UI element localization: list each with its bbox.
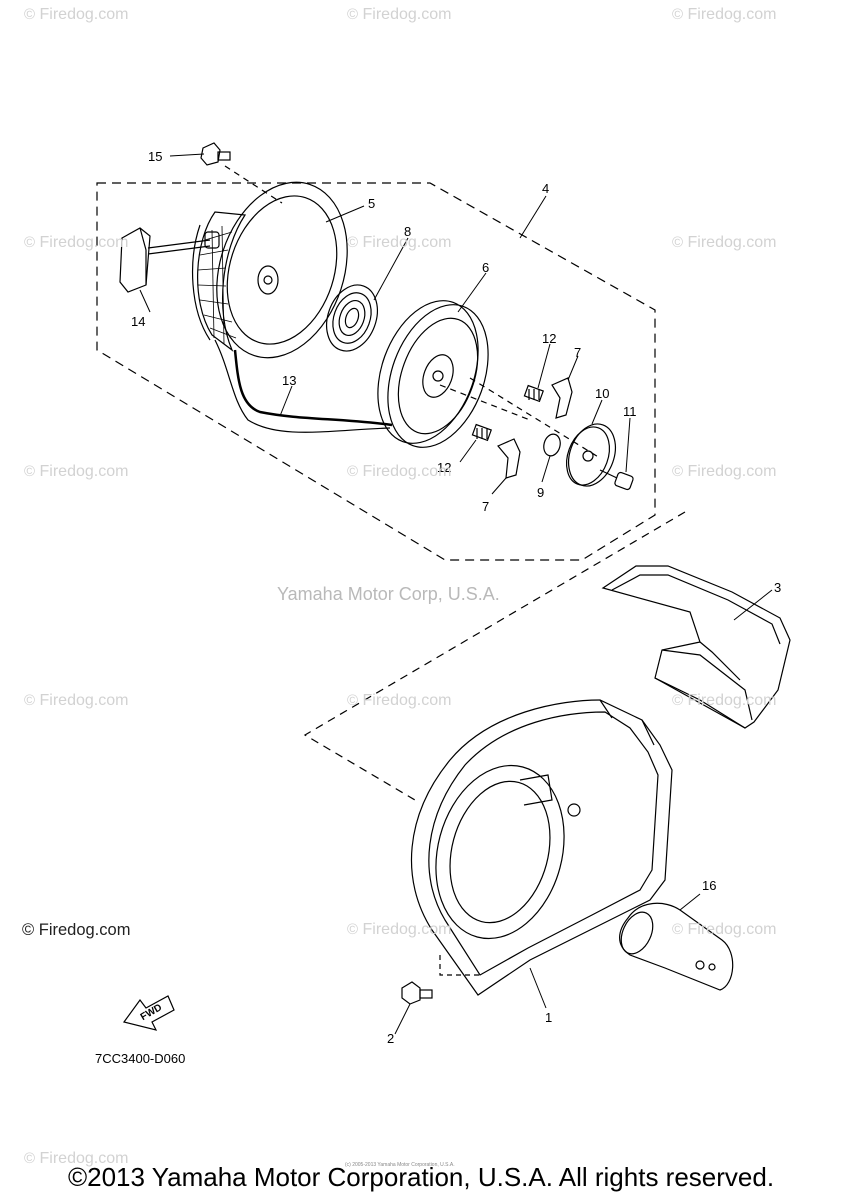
watermark: © Firedog.com <box>672 921 777 938</box>
watermark: © Firedog.com <box>24 6 129 23</box>
leader-dashed-center-2 <box>469 377 601 459</box>
callout-16: 16 <box>702 878 716 893</box>
drive-plate-10 <box>565 423 616 487</box>
callout-12-lower: 12 <box>437 460 451 475</box>
fwd-arrow <box>122 995 175 1031</box>
callout-3: 3 <box>774 580 781 595</box>
tiny-print: (c) 2005-2013 Yamaha Motor Corporation, … <box>345 1162 455 1168</box>
watermark: © Firedog.com <box>672 692 777 709</box>
air-shroud-3 <box>601 565 791 729</box>
watermark: © Firedog.com <box>672 463 777 480</box>
watermark: © Firedog.com <box>24 463 129 480</box>
watermark: © Firedog.com <box>24 692 129 709</box>
leader-dashed-bolt2 <box>439 955 480 976</box>
assembly-outline-4 <box>96 182 656 561</box>
pawl-7-upper <box>551 377 573 419</box>
screw-11 <box>599 469 634 491</box>
starter-case-5 <box>191 181 391 433</box>
leader-dashed-15 <box>224 165 283 204</box>
watermark: © Firedog.com <box>672 234 777 251</box>
watermark: © Firedog.com <box>347 6 452 23</box>
callout-15: 15 <box>148 149 162 164</box>
callout-2: 2 <box>387 1031 394 1046</box>
rotor-cup-16 <box>619 902 734 991</box>
reel-6 <box>377 300 489 448</box>
callout-5: 5 <box>368 196 375 211</box>
pawl-7-lower <box>497 438 521 479</box>
fan-cover-1 <box>410 699 673 996</box>
watermark: © Firedog.com <box>672 6 777 23</box>
callout-13: 13 <box>282 373 296 388</box>
bolt-15 <box>200 142 231 166</box>
callout-12-upper: 12 <box>542 331 556 346</box>
leader-dashed-cover <box>303 511 686 801</box>
callout-6: 6 <box>482 260 489 275</box>
callout-8: 8 <box>404 224 411 239</box>
callout-4: 4 <box>542 181 549 196</box>
spiral-spring-8 <box>326 284 378 352</box>
yamaha-credit: Yamaha Motor Corp, U.S.A. <box>277 584 500 604</box>
callout-7-lower: 7 <box>482 499 489 514</box>
callout-7-upper: 7 <box>574 345 581 360</box>
starter-handle-14 <box>119 227 220 293</box>
callout-11: 11 <box>623 404 637 419</box>
leader-dashed-center <box>439 384 531 421</box>
watermark: © Firedog.com <box>347 692 452 709</box>
watermark: © Firedog.com <box>24 1150 129 1167</box>
watermark: © Firedog.com <box>347 921 452 938</box>
spring-12-upper <box>523 384 544 403</box>
watermark: © Firedog.com <box>347 463 452 480</box>
callout-leaders <box>139 153 773 1035</box>
firedog-credit: © Firedog.com <box>22 921 131 939</box>
diagram-code: 7CC3400-D060 <box>95 1051 186 1066</box>
spring-12-lower <box>471 423 492 442</box>
callout-9: 9 <box>537 485 544 500</box>
watermark: © Firedog.com <box>347 234 452 251</box>
callout-14: 14 <box>131 314 145 329</box>
bolt-2 <box>401 981 433 1005</box>
fwd-label: FWD <box>139 1002 164 1023</box>
callout-1: 1 <box>545 1010 552 1025</box>
watermark: © Firedog.com <box>24 234 129 251</box>
washer-9 <box>543 433 561 457</box>
copyright-footer: ©2013 Yamaha Motor Corporation, U.S.A. A… <box>67 1162 775 1192</box>
callout-10: 10 <box>595 386 609 401</box>
rope-13 <box>233 349 393 427</box>
